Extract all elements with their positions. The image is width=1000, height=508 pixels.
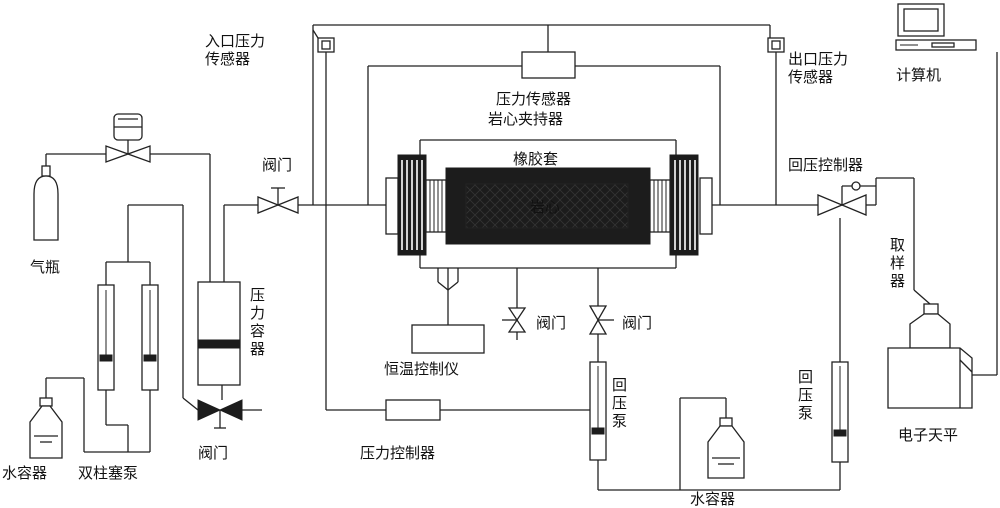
pressure-vessel-label-1: 压 xyxy=(250,286,265,304)
valve-a-icon xyxy=(502,307,527,333)
pressure-controller-box xyxy=(385,399,441,421)
water-container-bottom-icon xyxy=(707,417,745,479)
water-container-bottom-label: 水容器 xyxy=(690,490,735,508)
back-pressure-pump-left xyxy=(589,361,607,461)
inlet-valve-icon xyxy=(257,187,299,214)
back-pump-right-label-1: 回 xyxy=(798,368,813,386)
pressure-vessel-label-4: 器 xyxy=(250,340,265,358)
sampler-and-balance-icon xyxy=(887,303,973,409)
back-pump-left-label-2: 压 xyxy=(612,394,627,412)
rubber-sleeve-label: 橡胶套 xyxy=(513,150,558,168)
inlet-sensor-label-1: 入口压力 xyxy=(205,32,265,50)
water-container-left-label: 水容器 xyxy=(2,464,47,482)
balance-label: 电子天平 xyxy=(898,426,958,444)
bottom-valve-label: 阀门 xyxy=(198,444,228,462)
computer-icon xyxy=(895,3,977,51)
gas-valve-icon xyxy=(105,113,151,163)
computer-label: 计算机 xyxy=(896,66,941,84)
labels: 入口压力 传感器 出口压力 传感器 计算机 压力传感器 岩心夹持器 橡胶套 岩心… xyxy=(2,32,958,508)
pressure-vessel xyxy=(197,281,241,386)
core-holder-label: 岩心夹持器 xyxy=(488,110,563,128)
gas-cylinder-icon xyxy=(33,165,59,241)
outlet-sensor-label-1: 出口压力 xyxy=(788,50,848,68)
back-pump-left-label-1: 回 xyxy=(612,376,627,394)
inlet-pressure-sensor-icon xyxy=(312,29,335,53)
valve-b-icon xyxy=(588,305,614,335)
outlet-pressure-sensor-icon xyxy=(767,37,785,53)
twin-plunger-pump xyxy=(97,284,159,391)
bottom-valve-icon xyxy=(197,399,243,429)
thermostat-label: 恒温控制仪 xyxy=(384,360,459,378)
outlet-sensor-label-2: 传感器 xyxy=(788,68,833,86)
sampler-label-2: 样 xyxy=(890,254,905,272)
thermostat-box xyxy=(411,324,485,354)
core-holder xyxy=(385,154,713,256)
pressure-sensor-label: 压力传感器 xyxy=(496,90,571,108)
back-pressure-valve-icon xyxy=(817,181,876,216)
water-container-left-icon xyxy=(29,397,63,459)
inlet-sensor-label-2: 传感器 xyxy=(205,50,250,68)
core-label: 岩心 xyxy=(530,198,560,216)
pressure-controller-label: 压力控制器 xyxy=(360,444,435,462)
sampler-label-3: 器 xyxy=(890,272,905,290)
pressure-vessel-label-3: 容 xyxy=(250,322,265,340)
valve-a-label: 阀门 xyxy=(536,314,566,332)
pressure-vessel-label-2: 力 xyxy=(250,304,265,322)
back-pump-right-label-2: 压 xyxy=(798,386,813,404)
back-pressure-pump-right xyxy=(831,361,849,463)
valve-b-label: 阀门 xyxy=(622,314,652,332)
inlet-valve-label: 阀门 xyxy=(262,156,292,174)
back-pressure-controller-label: 回压控制器 xyxy=(788,156,863,174)
twin-pump-label: 双柱塞泵 xyxy=(78,464,138,482)
gas-cylinder-label: 气瓶 xyxy=(30,258,60,276)
back-pump-right-label-3: 泵 xyxy=(798,404,813,422)
back-pump-left-label-3: 泵 xyxy=(612,412,627,430)
pressure-sensor-box xyxy=(521,51,576,79)
sampler-label-1: 取 xyxy=(890,236,905,254)
piping xyxy=(45,24,998,491)
